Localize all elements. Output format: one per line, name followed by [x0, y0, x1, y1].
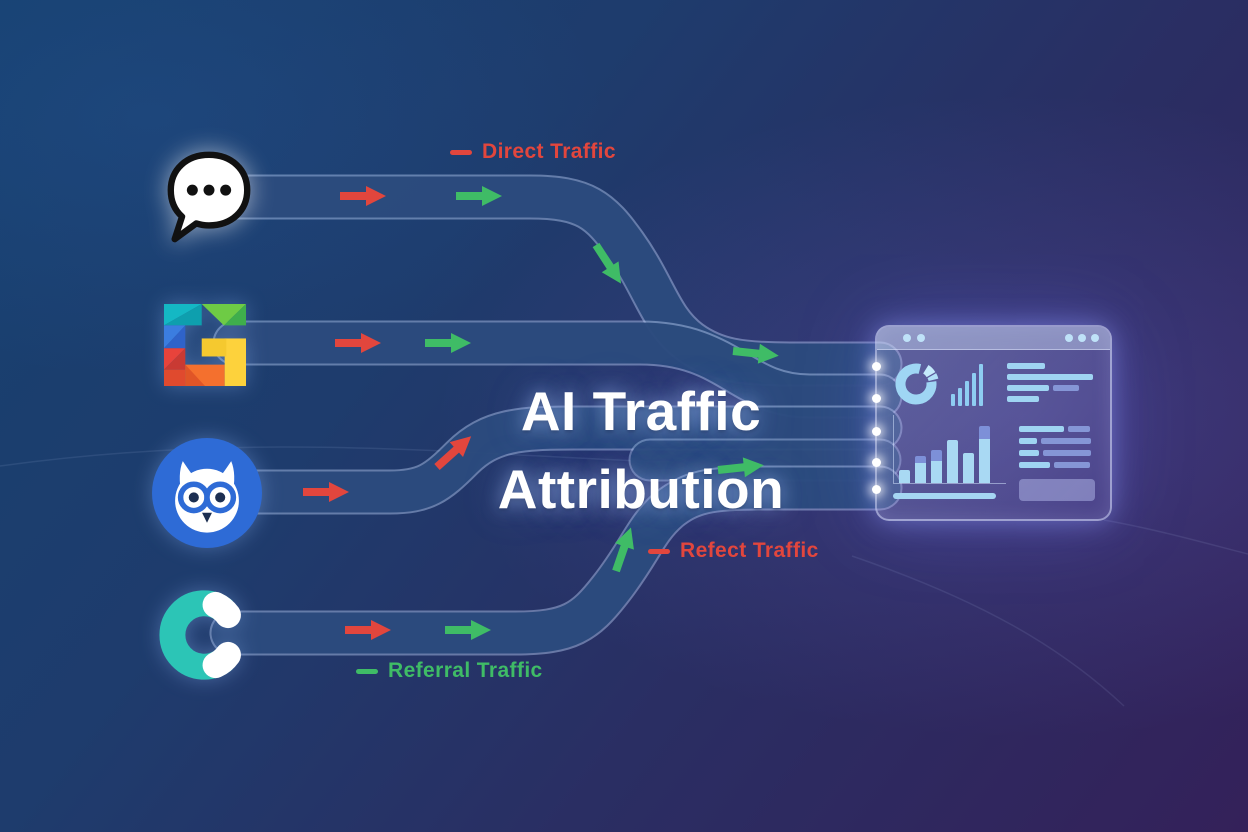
text-skeleton-top — [1007, 363, 1093, 402]
window-dot-icon — [917, 334, 925, 342]
content-block — [1019, 479, 1095, 501]
label-refect-traffic: Refect Traffic — [648, 539, 819, 563]
connector-node — [872, 362, 881, 371]
mini-bar — [979, 364, 983, 406]
green-arrow — [425, 333, 471, 353]
window-dot-icon — [1078, 334, 1086, 342]
red-dash-icon — [450, 149, 472, 155]
dashboard-titlebar — [877, 327, 1110, 350]
label-direct-traffic: Direct Traffic — [450, 140, 616, 164]
connector-node — [872, 427, 881, 436]
mini-bar-chart — [951, 362, 989, 406]
green-arrow — [731, 341, 780, 366]
skeleton-line — [1007, 363, 1093, 369]
red-arrow — [340, 186, 386, 206]
connector-node — [872, 485, 881, 494]
skeleton-line — [1019, 462, 1091, 468]
window-dot-icon — [1091, 334, 1099, 342]
progress-bar — [893, 493, 996, 499]
title-line-1: AI Traffic — [520, 380, 762, 442]
main-bar-chart — [893, 415, 1006, 484]
window-dot-icon — [1065, 334, 1073, 342]
owl-icon — [152, 438, 262, 553]
label-direct-traffic-text: Direct Traffic — [482, 140, 616, 163]
chart-bar — [899, 470, 910, 483]
title-line-2: Attribution — [497, 458, 785, 520]
label-refect-traffic-text: Refect Traffic — [680, 539, 819, 562]
connector-node — [872, 394, 881, 403]
mini-bar — [958, 388, 962, 406]
skeleton-line — [1007, 374, 1093, 380]
skeleton-line — [1019, 438, 1091, 444]
green-dash-icon — [356, 668, 378, 674]
chat-bubble-icon — [160, 146, 258, 253]
flow-path-direct-traffic — [205, 174, 903, 387]
chart-bar — [963, 453, 974, 483]
mini-bar — [972, 373, 976, 406]
connector-node — [872, 458, 881, 467]
mini-bar — [965, 381, 969, 406]
red-arrow — [345, 620, 391, 640]
chart-bar — [915, 456, 926, 483]
red-arrow — [335, 333, 381, 353]
red-dash-icon — [648, 548, 670, 554]
skeleton-line — [1007, 385, 1093, 391]
skeleton-line — [1019, 450, 1091, 456]
donut-chart-icon — [895, 361, 939, 405]
window-dot-icon — [903, 334, 911, 342]
text-skeleton-bottom — [1019, 426, 1091, 468]
green-arrow-down — [587, 239, 630, 290]
mini-bar — [951, 394, 955, 406]
chart-bar — [947, 440, 958, 483]
c-magnet-icon — [158, 587, 254, 688]
label-referral-traffic-text: Referral Traffic — [388, 659, 543, 682]
label-referral-traffic: Referral Traffic — [356, 659, 543, 683]
page-title: AI Traffic Attribution — [408, 372, 874, 528]
chart-bar — [979, 426, 990, 483]
green-arrow — [445, 620, 491, 640]
skeleton-line — [1007, 396, 1093, 402]
g-logo-icon — [164, 304, 246, 391]
green-arrow — [456, 186, 502, 206]
chart-bar — [931, 450, 942, 483]
analytics-dashboard-window — [872, 325, 1112, 521]
green-arrow-up — [606, 524, 641, 575]
skeleton-line — [1019, 426, 1091, 432]
red-arrow — [303, 482, 349, 502]
